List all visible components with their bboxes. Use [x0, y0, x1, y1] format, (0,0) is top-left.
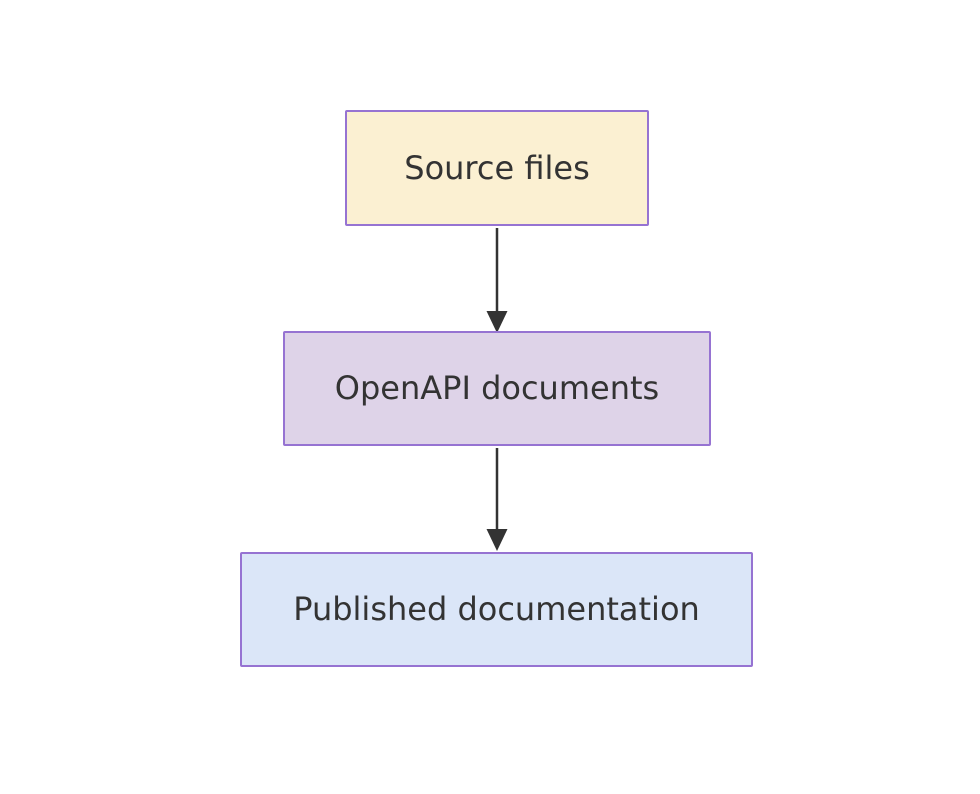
edge-openapi-to-published — [486, 448, 508, 551]
edge-source-to-openapi — [486, 228, 508, 333]
node-label: OpenAPI documents — [334, 369, 660, 408]
node-label: Source files — [404, 148, 590, 187]
arrowhead-down-icon — [486, 529, 508, 551]
node-openapi-documents: OpenAPI documents — [283, 331, 711, 446]
node-label: Published documentation — [293, 590, 700, 629]
arrowhead-down-icon — [486, 311, 508, 333]
node-published-documentation: Published documentation — [240, 552, 753, 667]
node-source-files: Source files — [345, 110, 649, 226]
